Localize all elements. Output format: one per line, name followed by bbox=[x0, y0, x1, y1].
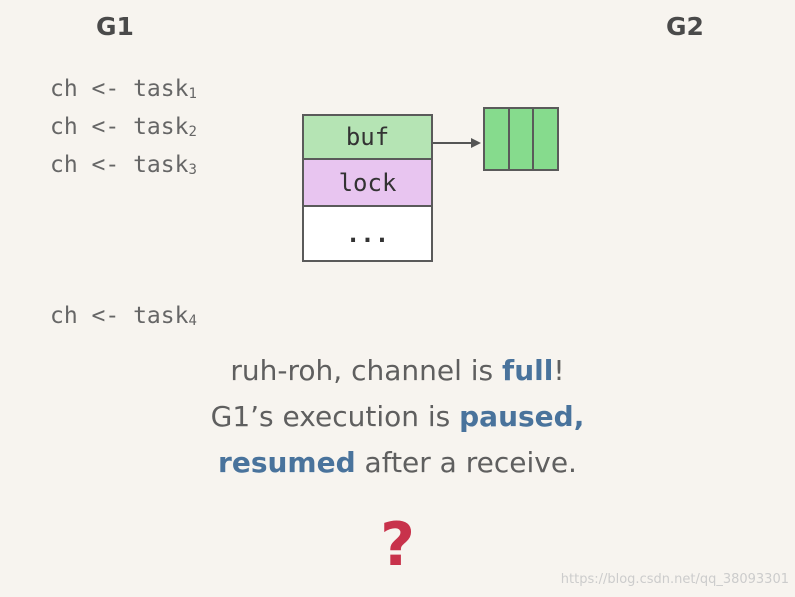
queue-slot-full bbox=[534, 109, 558, 169]
question-mark-icon: ? bbox=[380, 510, 415, 580]
goroutine-g1-label: G1 bbox=[96, 12, 134, 41]
queue-slot-full bbox=[485, 109, 510, 169]
buf-pointer-arrow bbox=[433, 138, 481, 148]
hchan-lock-field: lock bbox=[304, 160, 431, 207]
queue-slot-full bbox=[509, 109, 535, 169]
message-line-3: resumed after a receive. bbox=[218, 446, 577, 479]
send-statement-1: ch <- task1 bbox=[50, 76, 197, 102]
hchan-more-fields: ... bbox=[304, 207, 431, 260]
send-statement-3: ch <- task3 bbox=[50, 152, 197, 178]
hchan-struct: buf lock ... bbox=[302, 114, 433, 262]
send-statement-4: ch <- task4 bbox=[50, 303, 197, 329]
message-line-2: G1’s execution is paused, bbox=[210, 400, 585, 433]
watermark: https://blog.csdn.net/qq_38093301 bbox=[560, 572, 789, 587]
circular-queue-buffer bbox=[483, 107, 559, 171]
goroutine-g2-label: G2 bbox=[666, 12, 704, 41]
send-statement-2: ch <- task2 bbox=[50, 114, 197, 140]
message-line-1: ruh-roh, channel is full! bbox=[230, 354, 565, 387]
hchan-buf-field: buf bbox=[304, 116, 431, 160]
